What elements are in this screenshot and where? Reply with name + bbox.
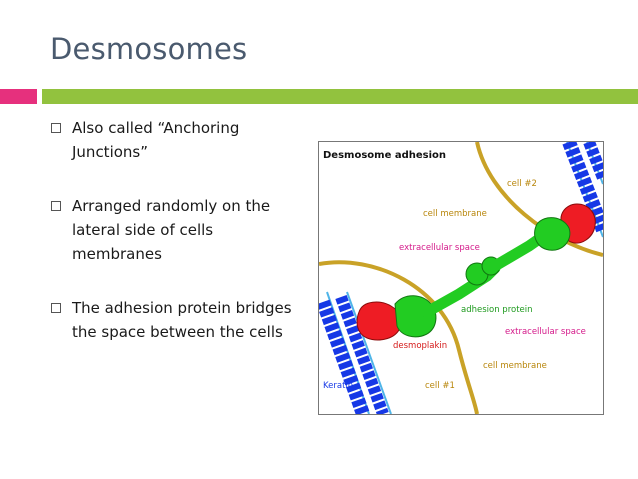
keratin-filament-icon	[562, 142, 603, 238]
label-extracellular-space-top: extracellular space	[399, 243, 480, 253]
bullet-box-icon	[51, 201, 61, 211]
diagram-svg: Desmosome adhesion cell #2 cell membrane…	[319, 142, 603, 414]
label-adhesion-protein: adhesion protein	[461, 305, 533, 315]
label-cell1: cell #1	[425, 381, 455, 391]
slide-title: Desmosomes	[50, 32, 248, 66]
bullet-box-icon	[51, 123, 61, 133]
label-keratin: Keratin	[323, 381, 353, 391]
accent-bar-green	[42, 89, 638, 104]
bullet-box-icon	[51, 303, 61, 313]
label-desmoplakin: desmoplakin	[393, 341, 447, 351]
bullet-list: Also called “Anchoring Junctions” Arrang…	[51, 116, 307, 344]
keratin-filament-icon	[319, 291, 392, 414]
label-extracellular-space-bottom: extracellular space	[505, 327, 586, 337]
label-cell2: cell #2	[507, 179, 537, 189]
membrane-cell1	[319, 260, 479, 414]
desmosome-diagram: Desmosome adhesion cell #2 cell membrane…	[318, 141, 604, 415]
adhesion-protein-icon	[394, 217, 571, 338]
bullet-text: The adhesion protein bridges the space b…	[72, 299, 292, 341]
diagram-title: Desmosome adhesion	[323, 150, 446, 161]
bullet-item: Also called “Anchoring Junctions”	[51, 116, 307, 164]
label-cell-membrane-top: cell membrane	[423, 209, 487, 219]
accent-bar-pink	[0, 89, 37, 104]
bullet-item: The adhesion protein bridges the space b…	[51, 296, 307, 344]
bullet-text: Also called “Anchoring Junctions”	[72, 119, 240, 161]
label-cell-membrane-bottom: cell membrane	[483, 361, 547, 371]
bullet-item: Arranged randomly on the lateral side of…	[51, 194, 307, 266]
bullet-text: Arranged randomly on the lateral side of…	[72, 197, 271, 263]
membrane-cell2	[475, 142, 603, 257]
